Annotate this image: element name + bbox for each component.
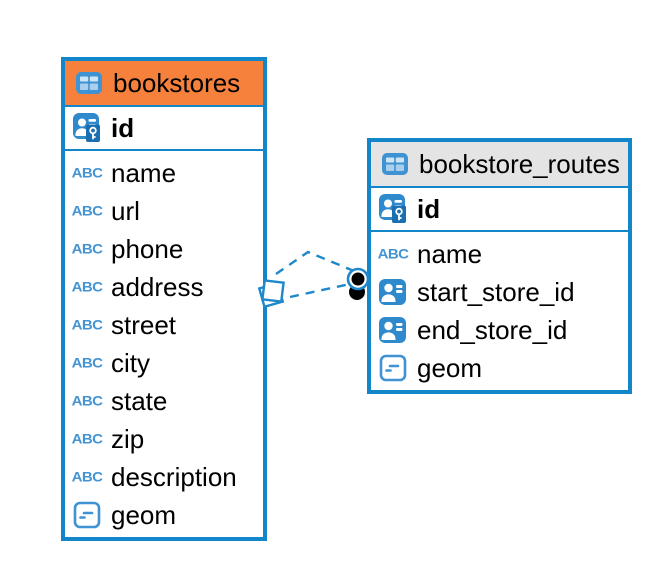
column-label: geom [111,500,177,530]
column-row-url[interactable]: ABC url [65,192,263,230]
text-type-icon: ABC [71,165,103,181]
text-type-icon: ABC [71,355,103,371]
geometry-type-icon [378,354,408,382]
entity-header-bookstores[interactable]: bookstores [65,61,263,107]
column-row-id[interactable]: id [371,188,628,232]
column-row-state[interactable]: ABC state [65,382,263,420]
text-type-icon: ABC [71,317,103,333]
column-label: state [111,386,168,416]
column-label: phone [111,234,184,264]
table-icon [74,69,104,97]
column-list: ABC name start_store_id [371,232,628,390]
entity-title: bookstores [113,68,241,98]
column-row-address[interactable]: ABC address [65,268,263,306]
column-row-id[interactable]: id [65,107,263,151]
column-label: end_store_id [417,315,568,345]
column-row-phone[interactable]: ABC phone [65,230,263,268]
relationship-line-lower[interactable] [289,282,351,299]
column-row-end-store-id[interactable]: end_store_id [371,311,628,349]
column-row-street[interactable]: ABC street [65,306,263,344]
column-label: city [111,348,150,378]
text-type-icon: ABC [71,203,103,219]
foreign-key-icon [378,278,408,306]
entity-title: bookstore_routes [419,149,620,179]
column-label: street [111,310,177,340]
column-label: address [111,272,204,302]
entity-header-bookstore-routes[interactable]: bookstore_routes [371,142,628,188]
entity-bookstore-routes[interactable]: bookstore_routes id ABC name [367,138,632,394]
column-label: start_store_id [417,277,575,307]
relationship-line-upper[interactable] [275,250,355,275]
column-row-city[interactable]: ABC city [65,344,263,382]
text-type-icon: ABC [71,241,103,257]
column-row-description[interactable]: ABC description [65,458,263,496]
text-type-icon: ABC [71,393,103,409]
column-label: zip [111,424,145,454]
entity-bookstores[interactable]: bookstores id ABC name [61,57,267,541]
relationship-connector [257,250,370,309]
text-type-icon: ABC [71,431,103,447]
column-row-geom[interactable]: geom [65,496,263,534]
column-label: description [111,462,237,492]
column-row-zip[interactable]: ABC zip [65,420,263,458]
primary-key-icon [378,194,408,224]
column-row-name[interactable]: ABC name [65,154,263,192]
column-label: url [111,196,140,226]
relationship-diamond-endpoint [257,279,285,309]
text-type-icon: ABC [377,246,409,262]
foreign-key-icon [378,316,408,344]
text-type-icon: ABC [71,279,103,295]
column-row-name[interactable]: ABC name [371,235,628,273]
column-label: geom [417,353,483,383]
column-label: id [111,113,135,143]
column-row-start-store-id[interactable]: start_store_id [371,273,628,311]
column-label: name [417,239,483,269]
relationship-dot-endpoint [346,267,370,300]
column-label: id [417,194,441,224]
geometry-type-icon [72,501,102,529]
column-row-geom[interactable]: geom [371,349,628,387]
column-list: ABC name ABC url ABC phone ABC address A… [65,151,263,537]
primary-key-icon [72,113,102,143]
column-label: name [111,158,177,188]
table-icon [380,150,410,178]
text-type-icon: ABC [71,469,103,485]
